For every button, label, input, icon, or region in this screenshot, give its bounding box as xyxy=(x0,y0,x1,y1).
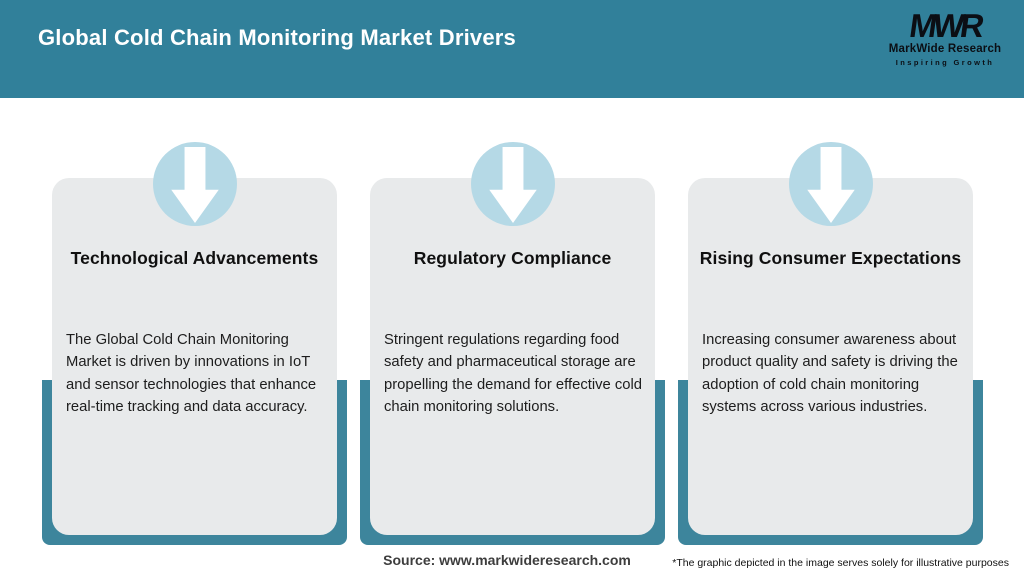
logo-tagline: Inspiring Growth xyxy=(895,57,995,67)
header-bar: Global Cold Chain Monitoring Market Driv… xyxy=(0,0,1024,98)
card-title: Technological Advancements xyxy=(70,248,319,268)
source-text: Source: www.markwideresearch.com xyxy=(383,552,631,568)
card-body-text: Stringent regulations regarding food saf… xyxy=(384,332,643,416)
page-title: Global Cold Chain Monitoring Market Driv… xyxy=(38,25,516,50)
card-body-text: Increasing consumer awareness about prod… xyxy=(702,332,958,416)
logo-name: MarkWide Research xyxy=(888,43,1002,55)
markwide-logo: MWR MarkWide Research Inspiring Growth xyxy=(880,7,1010,67)
driver-card-rising-consumer-expectations: Rising Consumer Expectations Increasing … xyxy=(688,142,973,535)
down-arrow-icon xyxy=(470,142,555,226)
down-arrow-icon xyxy=(788,142,873,226)
card-body-text: The Global Cold Chain Monitoring Market … xyxy=(66,332,317,416)
disclaimer-text: *The graphic depicted in the image serve… xyxy=(672,557,1009,569)
driver-card-technological-advancements: Technological Advancements The Global Co… xyxy=(52,142,337,535)
down-arrow-icon xyxy=(152,142,237,226)
logo-monogram: MWR xyxy=(907,7,983,44)
card-title: Regulatory Compliance xyxy=(413,248,612,268)
driver-card-regulatory-compliance: Regulatory Compliance Stringent regulati… xyxy=(370,142,655,535)
card-title: Rising Consumer Expectations xyxy=(699,248,962,268)
